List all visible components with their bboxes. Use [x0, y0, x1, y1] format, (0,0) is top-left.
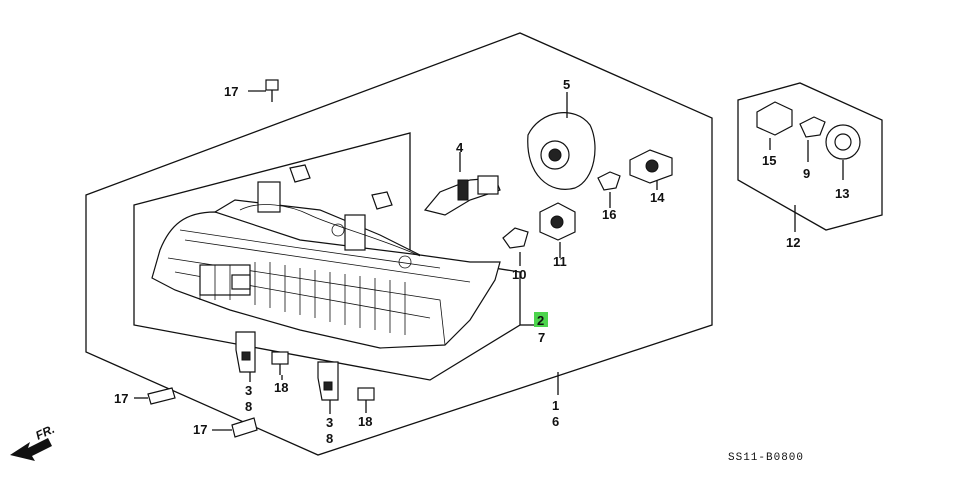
callout-9[interactable]: 9	[803, 166, 810, 181]
bulb-socket-5	[527, 92, 596, 190]
callout-4[interactable]: 4	[456, 140, 464, 155]
callout-13[interactable]: 13	[835, 186, 849, 201]
reference-code: SS11-B0800	[728, 452, 804, 464]
socket-11	[539, 202, 576, 258]
callout-7[interactable]: 7	[538, 330, 545, 345]
screw-18-left	[271, 351, 289, 375]
bolt-17-bottom	[212, 417, 258, 438]
callout-6[interactable]: 6	[552, 414, 559, 429]
callout-15[interactable]: 15	[762, 153, 776, 168]
wedge-bulb-10	[502, 227, 529, 266]
callout-5[interactable]: 5	[563, 77, 570, 92]
callout-highlight	[534, 312, 548, 327]
callout-3-right[interactable]: 3	[326, 415, 333, 430]
callout-16[interactable]: 16	[602, 207, 616, 222]
wedge-bulb-16	[597, 171, 621, 208]
callout-11[interactable]: 11	[553, 254, 567, 269]
front-direction-label: FR.	[33, 422, 56, 443]
callout-18-left[interactable]: 18	[274, 380, 288, 395]
front-direction-arrow: FR.	[10, 422, 57, 461]
socket-15	[756, 101, 793, 150]
callout-3-left[interactable]: 3	[245, 383, 252, 398]
callout-1[interactable]: 1	[552, 398, 559, 413]
screw-18-right	[357, 387, 375, 410]
socket-13	[825, 124, 861, 180]
bracket-3-left	[235, 331, 256, 373]
callout-8-left[interactable]: 8	[245, 399, 252, 414]
callout-10[interactable]: 10	[512, 267, 526, 282]
callout-18-right[interactable]: 18	[358, 414, 372, 429]
callout-17-left[interactable]: 17	[114, 391, 128, 406]
callout-12[interactable]: 12	[786, 235, 800, 250]
assembly-frame-inner	[133, 132, 521, 381]
socket-14	[629, 149, 673, 190]
wedge-bulb-9	[799, 116, 826, 162]
bracket-3-right	[317, 361, 339, 401]
bolt-17-left	[134, 387, 176, 405]
callout-2[interactable]: 2	[537, 313, 544, 328]
socket-kit-frame	[737, 82, 883, 231]
bolt-17-top	[248, 79, 279, 102]
assembly-frame-outer	[85, 32, 713, 456]
callout-8-right[interactable]: 8	[326, 431, 333, 446]
callout-14[interactable]: 14	[650, 190, 665, 205]
headlight-bulb-4	[423, 152, 501, 216]
callout-17-top[interactable]: 17	[224, 84, 238, 99]
headlight-body	[151, 164, 501, 349]
callout-17-bottom[interactable]: 17	[193, 422, 207, 437]
